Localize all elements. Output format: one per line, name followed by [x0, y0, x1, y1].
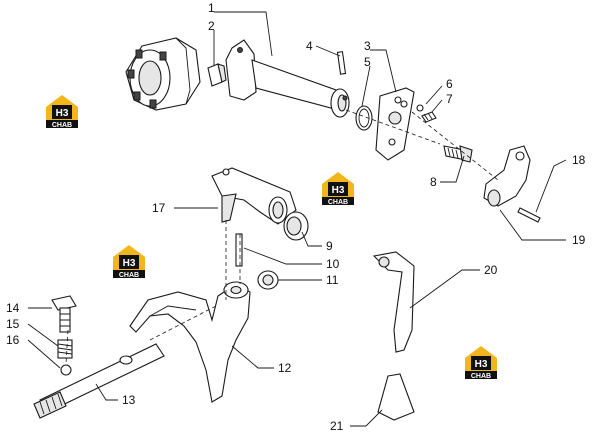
lever-arm-part-17: [211, 167, 297, 225]
logo-subtext: CHAB: [52, 122, 72, 129]
callout-2: 2: [208, 19, 215, 33]
watermark-logo: H3 CHAB: [46, 95, 78, 129]
logo-subtext: CHAB: [119, 272, 139, 279]
watermark-logo: H3 CHAB: [465, 346, 497, 380]
callout-5: 5: [364, 55, 371, 69]
callout-3: 3: [364, 39, 371, 53]
watermark-logo: H3 CHAB: [322, 172, 354, 206]
shaft-with-flange: [225, 39, 350, 118]
callout-1: 1: [208, 1, 215, 15]
callout-20: 20: [484, 263, 498, 277]
logo-letters: H3: [332, 185, 345, 196]
callout-7: 7: [446, 92, 453, 106]
shift-fork-part-12: [129, 281, 251, 403]
leader-lines: [27, 11, 567, 427]
logo-letters: H3: [475, 359, 488, 370]
callout-8: 8: [430, 175, 437, 189]
logo-letters: H3: [123, 258, 136, 269]
shift-rod-part-13: [33, 343, 165, 419]
callout-19: 19: [572, 233, 586, 247]
callout-9: 9: [326, 239, 333, 253]
callout-11: 11: [326, 273, 339, 287]
logo-subtext: CHAB: [471, 373, 491, 380]
coupling-sleeve: [125, 37, 201, 111]
logo-letters: H3: [56, 108, 69, 119]
callout-15: 15: [6, 317, 20, 331]
bell-crank-part-19: [483, 145, 531, 207]
logo-box: [52, 105, 72, 119]
ball-part-16: [60, 364, 72, 376]
callout-21: 21: [330, 419, 344, 433]
callout-14: 14: [6, 301, 20, 315]
callout-18: 18: [572, 153, 586, 167]
spring-part-15: [57, 339, 73, 359]
plate-part-3: [375, 87, 415, 161]
bush-part-9: [283, 211, 309, 241]
watermark-logo: H3 CHAB: [113, 245, 145, 279]
bush-part-11: [257, 270, 279, 290]
pin-part-10: [235, 233, 243, 267]
bolt-part-14: [51, 295, 77, 333]
callout-12: 12: [278, 361, 292, 375]
o-ring-part-5: [355, 105, 373, 131]
knob-part-21: [377, 373, 415, 421]
logo-subtext: CHAB: [328, 199, 348, 206]
spring-part-7: [421, 111, 437, 123]
pin-part-18: [517, 207, 541, 223]
bracket-part-2: [207, 63, 227, 87]
callout-13: 13: [122, 393, 136, 407]
selector-lever-part-20: [372, 251, 415, 353]
callout-17: 17: [152, 201, 166, 215]
callout-4: 4: [306, 39, 313, 53]
ball-part-6: [416, 104, 424, 112]
callout-10: 10: [326, 257, 340, 271]
callout-6: 6: [446, 77, 453, 91]
callout-16: 16: [6, 333, 20, 347]
callout-labels: 1 2 3 4 5 6 7 8 9 10 11 12 13 14 15 16 1…: [6, 1, 586, 433]
assembly-lines: [65, 109, 499, 365]
pin-part-4: [336, 51, 347, 75]
